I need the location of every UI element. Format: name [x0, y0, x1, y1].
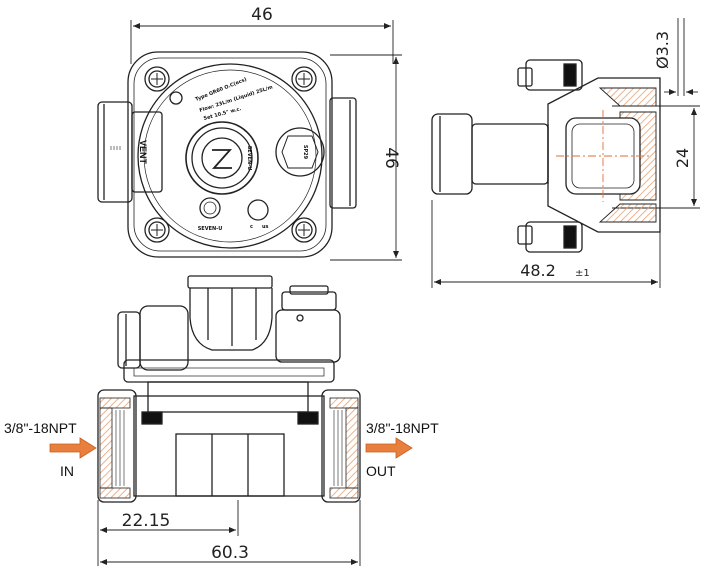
port-dimension-label: 22.15 [122, 511, 171, 531]
side-hex-body [547, 77, 661, 233]
inlet-thread-label: 3/8"-18NPT [4, 420, 77, 436]
outlet-port-top [329, 97, 357, 209]
front-adjust-cap [275, 285, 341, 363]
cert-c-text: c [250, 224, 253, 230]
inlet-label: IN [60, 463, 74, 479]
front-view [97, 275, 361, 566]
top-width-label: 46 [251, 5, 273, 25]
seal-left [141, 411, 163, 425]
seal-right [297, 411, 319, 425]
side-width-label: 48.2 [520, 261, 556, 280]
outlet-label: OUT [366, 463, 396, 479]
port-dimension [97, 500, 239, 566]
certification-logo-icon [247, 199, 269, 221]
adjust-cap [275, 127, 325, 177]
overall-dimension [100, 500, 361, 566]
overall-dimension-label: 60.3 [211, 543, 249, 563]
outlet-port-body [321, 389, 361, 503]
brand-center-text: SEVEN-U [246, 146, 252, 171]
top-height-dimension [330, 54, 402, 261]
front-vent-fitting [117, 305, 189, 371]
outlet-thread-label: 3/8"-18NPT [366, 420, 439, 436]
vent-label: VENT [138, 140, 148, 165]
thread-lines [115, 410, 343, 486]
front-upper-plate [123, 359, 335, 383]
front-bonnet [187, 275, 273, 351]
side-width-tolerance: ±1 [575, 268, 590, 279]
side-centerlines [556, 110, 650, 202]
inlet-arrow-icon [49, 437, 97, 459]
top-width-dimension [130, 20, 394, 64]
inlet-port-body [97, 389, 137, 503]
side-view [431, 18, 700, 288]
side-clamps [517, 59, 583, 253]
small-logo-icon [169, 91, 183, 105]
top-height-label: 46 [381, 147, 401, 169]
vent-mark-icon [110, 146, 121, 150]
front-middle-body [147, 381, 309, 413]
top-view [97, 20, 402, 261]
side-fitting [431, 113, 549, 195]
corner-screws [144, 66, 317, 243]
regulator-body [127, 51, 333, 258]
brand-bottom-text: SEVEN-U [198, 226, 223, 232]
front-lower-body [133, 395, 325, 497]
front-lower-boss [175, 433, 285, 497]
outlet-arrow-icon [365, 437, 413, 459]
vent-port [97, 101, 163, 203]
side-height-label: 24 [673, 148, 692, 168]
center-bonnet [185, 121, 259, 195]
front-thread-hatch [99, 397, 359, 499]
side-dia-label: Ø3.3 [653, 31, 672, 69]
cert-us-text: us [262, 224, 269, 230]
brand-logo-icon [199, 197, 221, 219]
diaphragm-housing [137, 63, 323, 249]
side-dia-dimension [664, 18, 698, 96]
cap-label: SP29 [302, 145, 308, 160]
